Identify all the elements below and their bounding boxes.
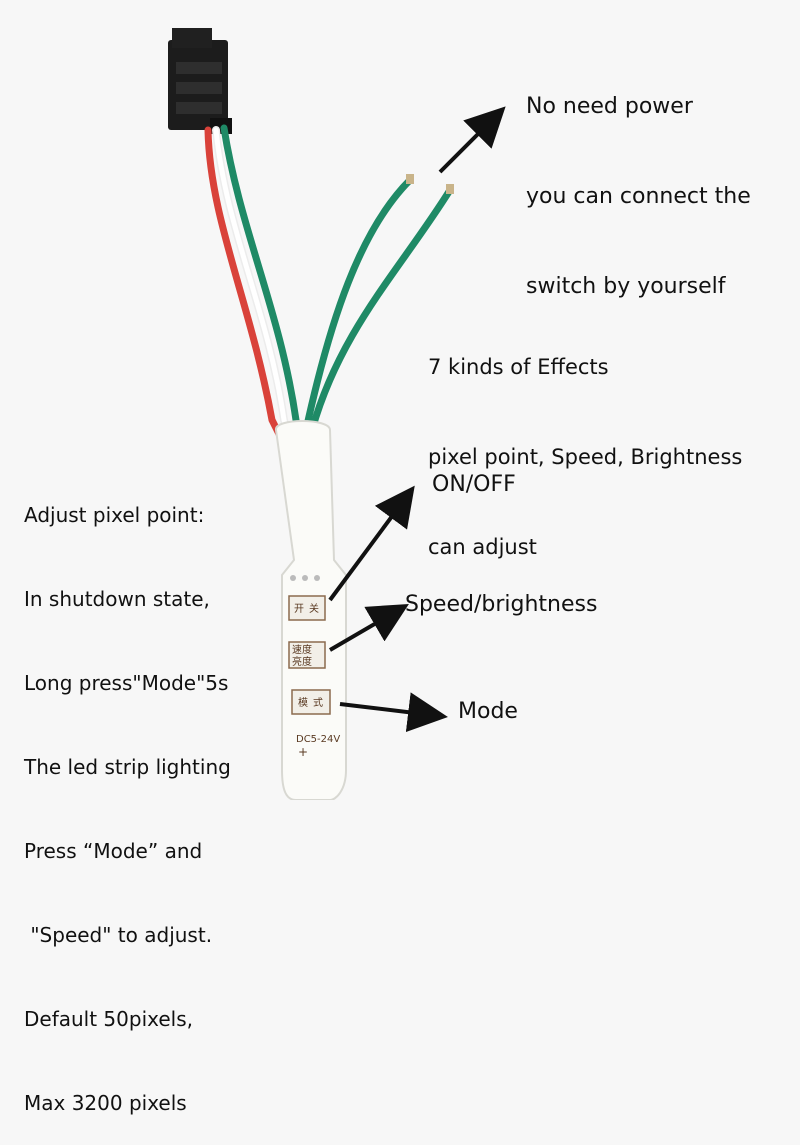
adjust-note-line: Long press"Mode"5s: [24, 671, 229, 695]
effects-note: 7 kinds of Effects pixel point, Speed, B…: [428, 292, 742, 592]
svg-text:开: 开: [294, 604, 304, 615]
arrow-power: [438, 106, 506, 174]
adjust-note-line: Press “Mode” and: [24, 839, 203, 863]
led-strip-wires: [204, 124, 302, 444]
adjust-note-line: In shutdown state,: [24, 587, 210, 611]
adjust-note: Adjust pixel point: In shutdown state, L…: [24, 445, 231, 1145]
effects-note-line: pixel point, Speed, Brightness: [428, 445, 743, 469]
adjust-note-line: "Speed" to adjust.: [24, 923, 213, 947]
power-note: No need power you can connect the switch…: [526, 32, 751, 332]
arrow-speed: [328, 603, 409, 652]
adjust-note-line: Max 3200 pixels: [24, 1091, 187, 1115]
svg-text:亮度: 亮度: [292, 655, 312, 668]
voltage-label: DC5-24V: [296, 734, 340, 745]
mode-label: Mode: [458, 699, 518, 724]
svg-text:关: 关: [309, 602, 319, 615]
speed-brightness-label: Speed/brightness: [405, 592, 598, 617]
arrow-on-off: [328, 485, 415, 602]
effects-note-line: can adjust: [428, 535, 537, 559]
switch-wires: [302, 174, 454, 434]
product-photo: 开 关 速度 亮度 模 式 DC5-24V +: [168, 28, 506, 800]
power-note-line: No need power: [526, 94, 693, 119]
adjust-note-line: The led strip lighting: [24, 755, 231, 779]
arrows: [328, 106, 506, 733]
svg-text:式: 式: [313, 696, 323, 709]
on-off-label: ON/OFF: [432, 472, 516, 497]
power-note-line: you can connect the: [526, 184, 751, 209]
adjust-note-line: Adjust pixel point:: [24, 503, 205, 527]
power-note-line: switch by yourself: [526, 274, 726, 299]
jst-connector: [168, 28, 232, 134]
on-off-button[interactable]: 开 关: [288, 595, 326, 621]
arrow-mode: [339, 692, 448, 733]
mode-button[interactable]: 模 式: [291, 689, 331, 715]
svg-text:速度: 速度: [292, 643, 312, 656]
plus-sign: +: [298, 745, 308, 759]
speed-brightness-button[interactable]: 速度 亮度: [288, 641, 326, 669]
svg-text:模: 模: [298, 697, 308, 709]
adjust-note-line: Default 50pixels,: [24, 1007, 193, 1031]
effects-note-line: 7 kinds of Effects: [428, 355, 609, 379]
